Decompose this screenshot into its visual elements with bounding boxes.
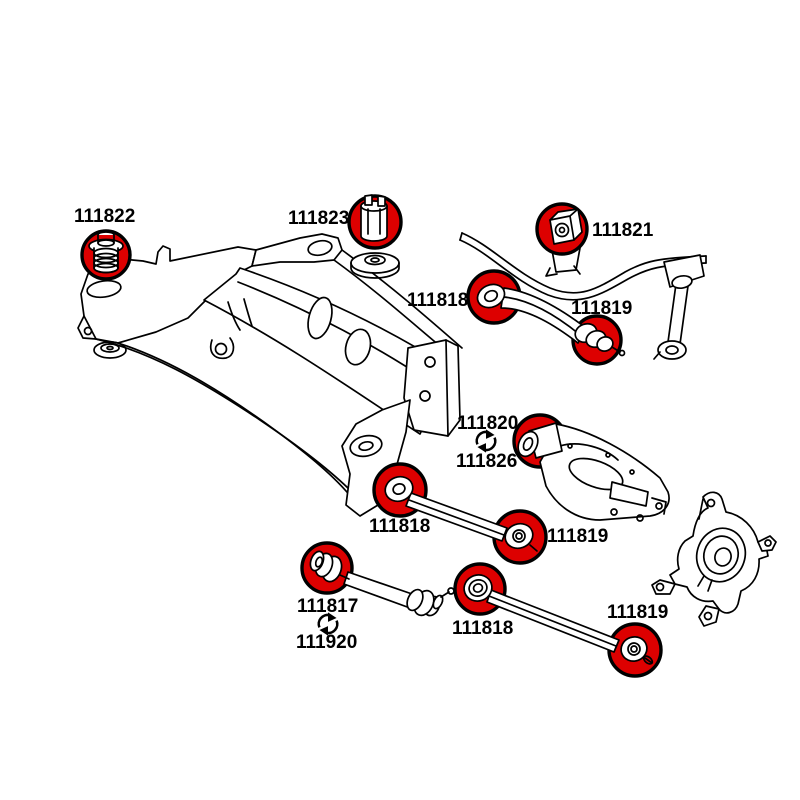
bushing-111821-drawing (549, 208, 583, 245)
subframe-drawing (77, 233, 463, 517)
part-label-111819-top: 111819 (571, 298, 633, 319)
sway-bar-drawing (459, 232, 707, 360)
part-label-111822: 111822 (74, 206, 136, 227)
part-label-111823: 111823 (288, 208, 350, 229)
upper-control-arm-drawing (517, 422, 670, 522)
lateral-rod-lower-drawing (463, 574, 654, 665)
knuckle-drawing (651, 491, 777, 627)
lateral-rod-middle-drawing (384, 475, 538, 552)
part-label-111817: 111817 (297, 596, 359, 617)
swap-arrows-icon (317, 612, 339, 636)
part-label-111818-bottom: 111818 (452, 618, 514, 639)
part-label-111818-middle: 111818 (369, 516, 431, 537)
washer-drawing (350, 252, 400, 279)
part-label-111819-middle: 111819 (547, 526, 609, 547)
part-label-111819-bottom: 111819 (607, 602, 669, 623)
bushing-111822-drawing (88, 231, 124, 274)
trailing-rod-drawing (309, 550, 455, 617)
part-label-111820: 111820 (457, 413, 519, 434)
part-label-111821: 111821 (592, 220, 654, 241)
toe-arm-upper-drawing (476, 283, 626, 357)
part-label-111818-top: 111818 (407, 290, 469, 311)
part-label-111920: 111920 (296, 632, 358, 653)
swap-arrows-icon (475, 429, 497, 453)
bushing-111823-drawing (360, 194, 388, 242)
part-label-111826: 111826 (456, 451, 518, 472)
